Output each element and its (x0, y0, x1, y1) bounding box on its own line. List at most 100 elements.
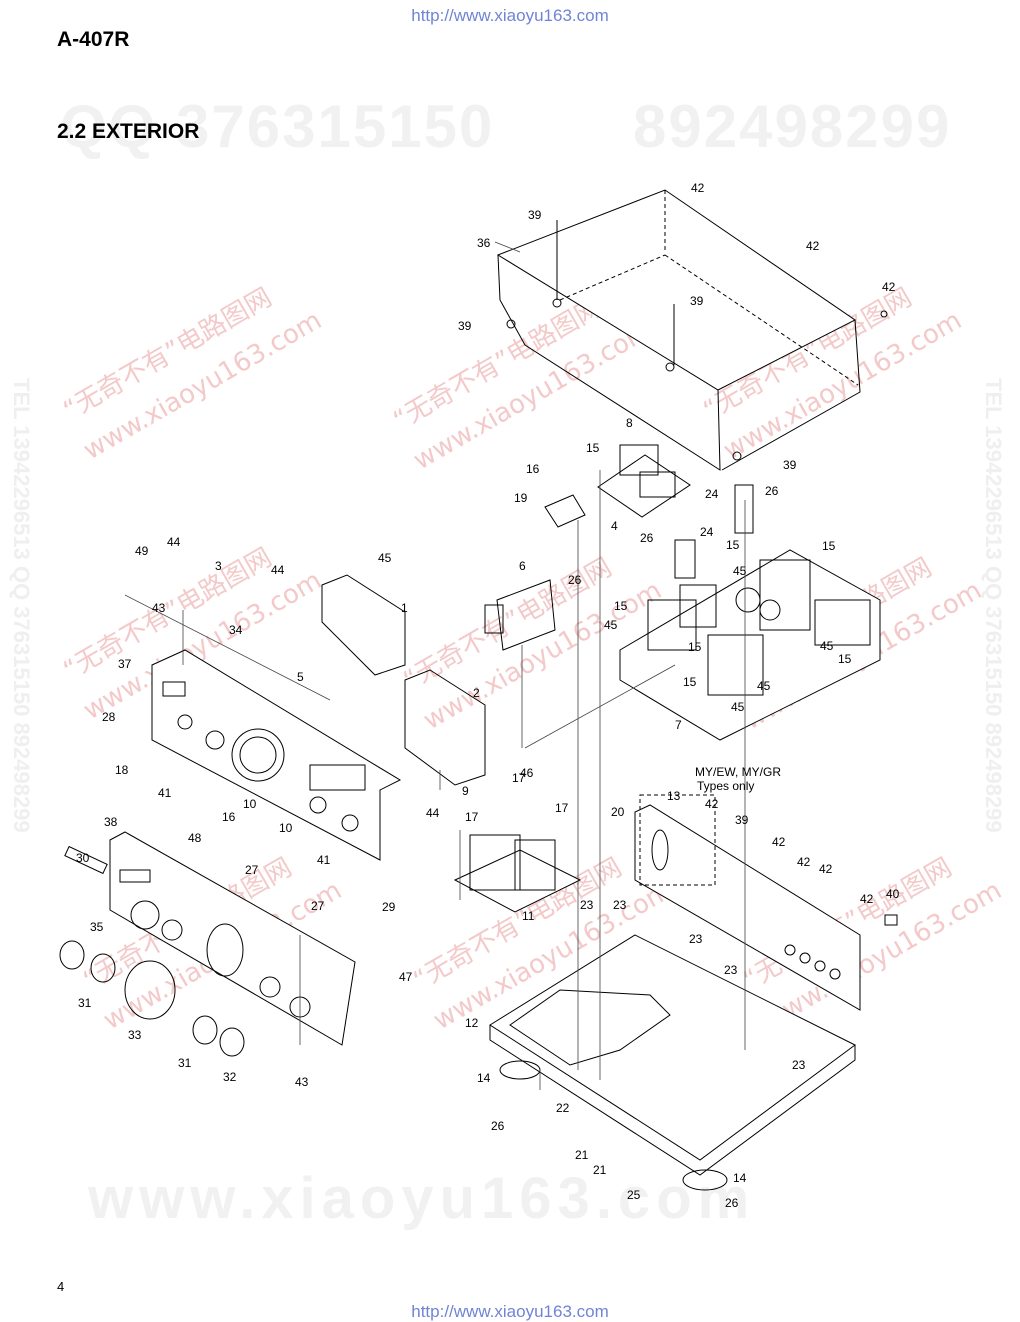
callout: 39 (735, 813, 749, 827)
header-url[interactable]: http://www.xiaoyu163.com (411, 6, 609, 25)
callout: 1 (401, 601, 408, 615)
callout: 47 (399, 970, 413, 984)
callout: 43 (295, 1075, 309, 1089)
page-number: 4 (57, 1279, 65, 1294)
callout: 48 (188, 831, 202, 845)
power-pcb (544, 444, 691, 528)
watermark-qq-left: QQ 376315150 (60, 93, 495, 160)
callout: 3 (215, 559, 222, 573)
callout: 25 (627, 1188, 641, 1202)
callout: 23 (580, 898, 594, 912)
callout: 27 (311, 899, 325, 913)
callout: 24 (705, 487, 719, 501)
watermark-side-right: TEL 13942296513 QQ 376315150 892498299 (981, 378, 1006, 833)
callout: 42 (797, 855, 811, 869)
callout: 4 (611, 519, 618, 533)
callout: 10 (243, 797, 257, 811)
model-number: A-407R (57, 28, 130, 51)
callout: 19 (514, 491, 528, 505)
callout: 11 (522, 909, 535, 923)
callout: 18 (115, 763, 129, 777)
callout: 5 (297, 670, 304, 684)
callout: 27 (245, 863, 259, 877)
callout: 7 (675, 718, 682, 732)
type-note-line1: MY/EW, MY/GR (695, 765, 781, 779)
power-transformer (453, 834, 582, 913)
top-cover (496, 189, 888, 471)
watermark-side-left: TEL 13942296513 QQ 376315150 892498299 (9, 378, 34, 833)
callout: 24 (700, 525, 714, 539)
callout: 35 (90, 920, 104, 934)
callout: 8 (626, 416, 633, 430)
callout: 15 (838, 652, 852, 666)
callout: 15 (688, 640, 702, 654)
callout: 15 (683, 675, 697, 689)
callout: 45 (820, 639, 834, 653)
knobs (59, 845, 245, 1057)
callout: 45 (378, 551, 392, 565)
watermark-site: www.xiaoyu163.com (88, 1166, 756, 1231)
callout: 49 (135, 544, 149, 558)
type-note-line2: Types only (697, 779, 754, 793)
rear-panel (634, 804, 898, 1011)
callout: 14 (477, 1071, 491, 1085)
pcb-2 (404, 669, 486, 786)
callout: 15 (726, 538, 740, 552)
callout: 45 (757, 679, 771, 693)
pcb-6 (484, 579, 556, 651)
callout: 44 (426, 806, 440, 820)
callout: 21 (575, 1148, 589, 1162)
callout: 39 (690, 294, 704, 308)
callout: 26 (725, 1196, 739, 1210)
callout: 2 (473, 686, 480, 700)
callout: 9 (462, 784, 469, 798)
callout: 39 (528, 208, 542, 222)
callout: 42 (882, 280, 896, 294)
callout: 29 (382, 900, 396, 914)
callout: 23 (613, 898, 627, 912)
main-pcb (619, 484, 881, 741)
callout: 36 (477, 236, 491, 250)
callout: 10 (279, 821, 293, 835)
footer-url[interactable]: http://www.xiaoyu163.com (411, 1302, 609, 1321)
front-chassis (151, 649, 402, 861)
callout: 32 (223, 1070, 237, 1084)
callout: 46 (520, 766, 534, 780)
callout: 44 (271, 563, 285, 577)
callout: 45 (733, 564, 747, 578)
callout: 38 (104, 815, 118, 829)
callout: 26 (568, 573, 582, 587)
callout: 42 (691, 181, 705, 195)
callout: 33 (128, 1028, 142, 1042)
callout: 31 (78, 996, 92, 1010)
callout: 17 (512, 771, 526, 785)
callout: 40 (886, 887, 900, 901)
callout: 45 (731, 700, 745, 714)
callout: 41 (158, 786, 172, 800)
callout: 34 (229, 623, 243, 637)
callout: 23 (792, 1058, 806, 1072)
callout: 20 (611, 805, 625, 819)
callout: 41 (317, 853, 331, 867)
type-note-box (639, 794, 716, 886)
callout: 44 (167, 535, 181, 549)
callout: 23 (724, 963, 738, 977)
callout: 17 (465, 810, 479, 824)
callout: 6 (519, 559, 526, 573)
callout-numbers: 1 2 3 4 5 6 7 8 9 10 10 11 12 13 14 14 1… (76, 181, 900, 1210)
callout: 17 (555, 801, 569, 815)
leader-lines (124, 241, 746, 1090)
callout: 42 (705, 797, 719, 811)
callout: 39 (458, 319, 472, 333)
callout: 15 (614, 599, 628, 613)
callout: 43 (152, 601, 166, 615)
callout: 30 (76, 851, 90, 865)
callout: 12 (465, 1016, 479, 1030)
callout: 26 (765, 484, 779, 498)
callout: 26 (491, 1119, 505, 1133)
callout: 42 (819, 862, 833, 876)
section-title: 2.2 EXTERIOR (57, 120, 200, 143)
callout: 15 (586, 441, 600, 455)
callout: 28 (102, 710, 116, 724)
